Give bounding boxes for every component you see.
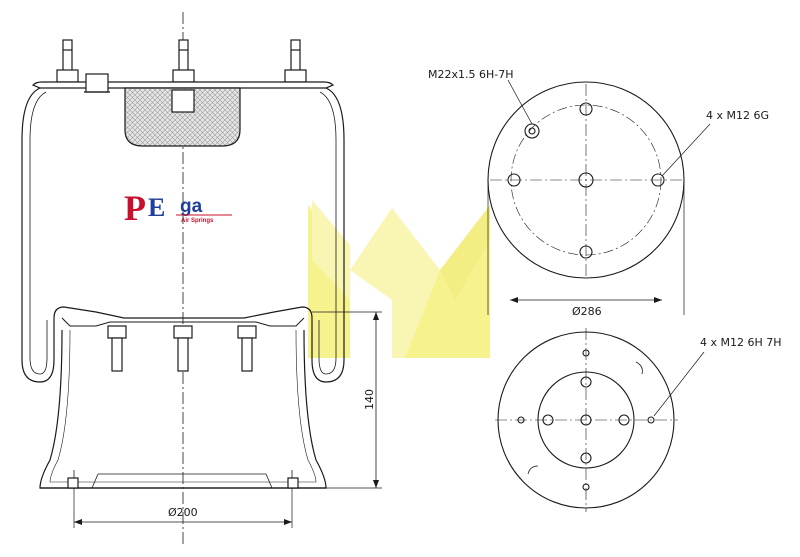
bottom-stud-right <box>237 325 257 372</box>
label-base-diameter: Ø200 <box>168 506 198 519</box>
label-holes-top: 4 x M12 6G <box>706 109 769 122</box>
bumper <box>124 87 241 147</box>
base-foot-left <box>67 477 79 489</box>
bottom-plan-view <box>495 328 705 512</box>
base-hole-left <box>517 416 525 424</box>
label-height: 140 <box>363 389 376 410</box>
base-hole-bottom <box>582 483 590 491</box>
logo-letter-e: E <box>148 193 165 222</box>
logo-letters-ga: ga <box>180 196 203 217</box>
top-stud-center <box>172 39 195 86</box>
watermark-shape <box>308 200 490 358</box>
hole-top <box>579 102 593 116</box>
base-hole-right <box>647 416 655 424</box>
center-hole <box>578 172 594 188</box>
hole-right <box>651 173 665 187</box>
logo-subtitle: Air Springs <box>181 218 214 224</box>
hole-left <box>507 173 521 187</box>
bellow-outer <box>21 87 345 383</box>
leader-holes-top <box>661 123 711 177</box>
air-inlet <box>85 73 109 93</box>
leader-thread <box>507 79 533 125</box>
label-holes-bottom: 4 x M12 6H 7H <box>700 336 782 349</box>
piston-rim <box>61 317 305 327</box>
side-view <box>21 12 382 545</box>
hole-bottom <box>579 245 593 259</box>
top-stud-right <box>284 39 307 86</box>
label-thread: M22x1.5 6H-7H <box>428 68 514 81</box>
leader-holes-bottom <box>653 351 705 417</box>
top-plan-view <box>487 79 711 315</box>
label-top-diameter: Ø286 <box>572 305 602 318</box>
base-hole-top <box>582 349 590 357</box>
base-foot-right <box>287 477 299 489</box>
logo-letter-p: P <box>124 188 146 228</box>
bottom-stud-center <box>173 325 193 372</box>
top-plate <box>31 81 335 89</box>
bottom-stud-left <box>107 325 127 372</box>
top-stud-left <box>56 39 79 86</box>
brand-logo: P E ga Air Springs <box>124 188 232 228</box>
inlet-port <box>524 123 540 139</box>
